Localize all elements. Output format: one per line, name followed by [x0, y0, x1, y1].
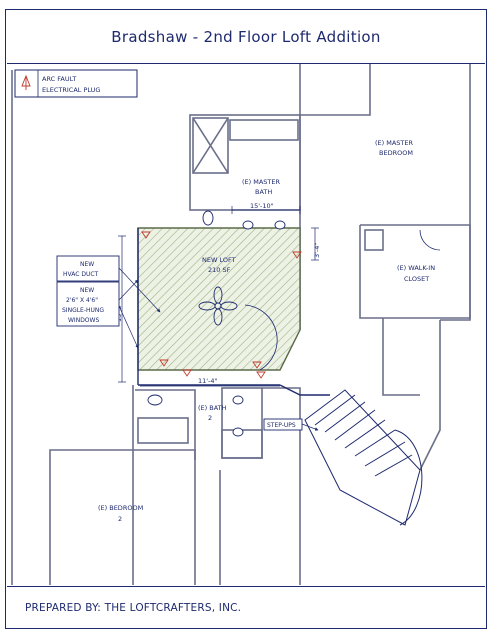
- room-label-bedroom2-2: 2: [118, 515, 122, 523]
- title-block: Bradshaw - 2nd Floor Loft Addition: [7, 11, 485, 64]
- room-label-new-loft: NEW LOFT: [202, 256, 236, 264]
- svg-text:SINGLE-HUNG: SINGLE-HUNG: [62, 307, 104, 314]
- footer-block: PREPARED BY: THE LOFTCRAFTERS, INC.: [7, 586, 485, 628]
- master-bath-fixtures: [202, 210, 286, 230]
- room-label-master-bedroom: (E) MASTER: [375, 139, 414, 147]
- svg-text:2'6" X 4'6": 2'6" X 4'6": [66, 297, 98, 304]
- dimension-top-width: 15'-10": [250, 202, 274, 210]
- dimension-right-height: 3'-4": [313, 243, 321, 258]
- room-label-new-loft-area: 210 SF: [208, 266, 231, 274]
- svg-text:HVAC DUCT: HVAC DUCT: [63, 271, 99, 278]
- room-label-walk-in-closet-2: CLOSET: [404, 275, 429, 283]
- door-swing: [244, 304, 278, 371]
- svg-text:NEW: NEW: [80, 287, 94, 294]
- room-label-bedroom2: (E) BEDROOM: [98, 504, 143, 512]
- room-label-bath2-2: 2: [208, 414, 212, 422]
- staircase: [304, 389, 423, 526]
- legend-line2: ELECTRICAL PLUG: [42, 86, 100, 94]
- loft-walls: [137, 228, 330, 396]
- bath2-fixtures: [147, 394, 244, 437]
- legend: ARC FAULT ELECTRICAL PLUG: [14, 69, 138, 98]
- room-label-walk-in-closet: (E) WALK-IN: [397, 264, 435, 272]
- drawing-sheet-border: [5, 9, 487, 629]
- ceiling-fan-icon: [198, 286, 238, 326]
- callout-windows: NEW 2'6" X 4'6" SINGLE-HUNG WINDOWS: [56, 279, 139, 349]
- dimension-lines: [118, 206, 319, 387]
- closet-door-swing: [419, 229, 441, 251]
- svg-text:NEW: NEW: [80, 261, 94, 268]
- dimension-bottom-width: 11'-4": [198, 377, 218, 385]
- room-label-master-bedroom-2: BEDROOM: [379, 149, 413, 157]
- arc-fault-plug-icon: [21, 74, 31, 90]
- room-label-master-bath: (E) MASTER: [242, 178, 281, 186]
- drawing-title: Bradshaw - 2nd Floor Loft Addition: [111, 28, 381, 46]
- callout-hvac: NEW HVAC DUCT: [56, 255, 161, 313]
- room-label-master-bath-2: BATH: [255, 188, 272, 196]
- svg-text:WINDOWS: WINDOWS: [68, 317, 99, 324]
- legend-line1: ARC FAULT: [42, 75, 76, 83]
- svg-text:STEP-UPS: STEP-UPS: [267, 422, 296, 429]
- prepared-by: PREPARED BY: THE LOFTCRAFTERS, INC.: [25, 601, 242, 614]
- room-label-bath2: (E) BATH: [198, 404, 227, 412]
- arc-fault-plug-icon: [141, 231, 302, 379]
- existing-walls: [11, 64, 471, 585]
- callout-step-ups: STEP-UPS: [263, 418, 319, 431]
